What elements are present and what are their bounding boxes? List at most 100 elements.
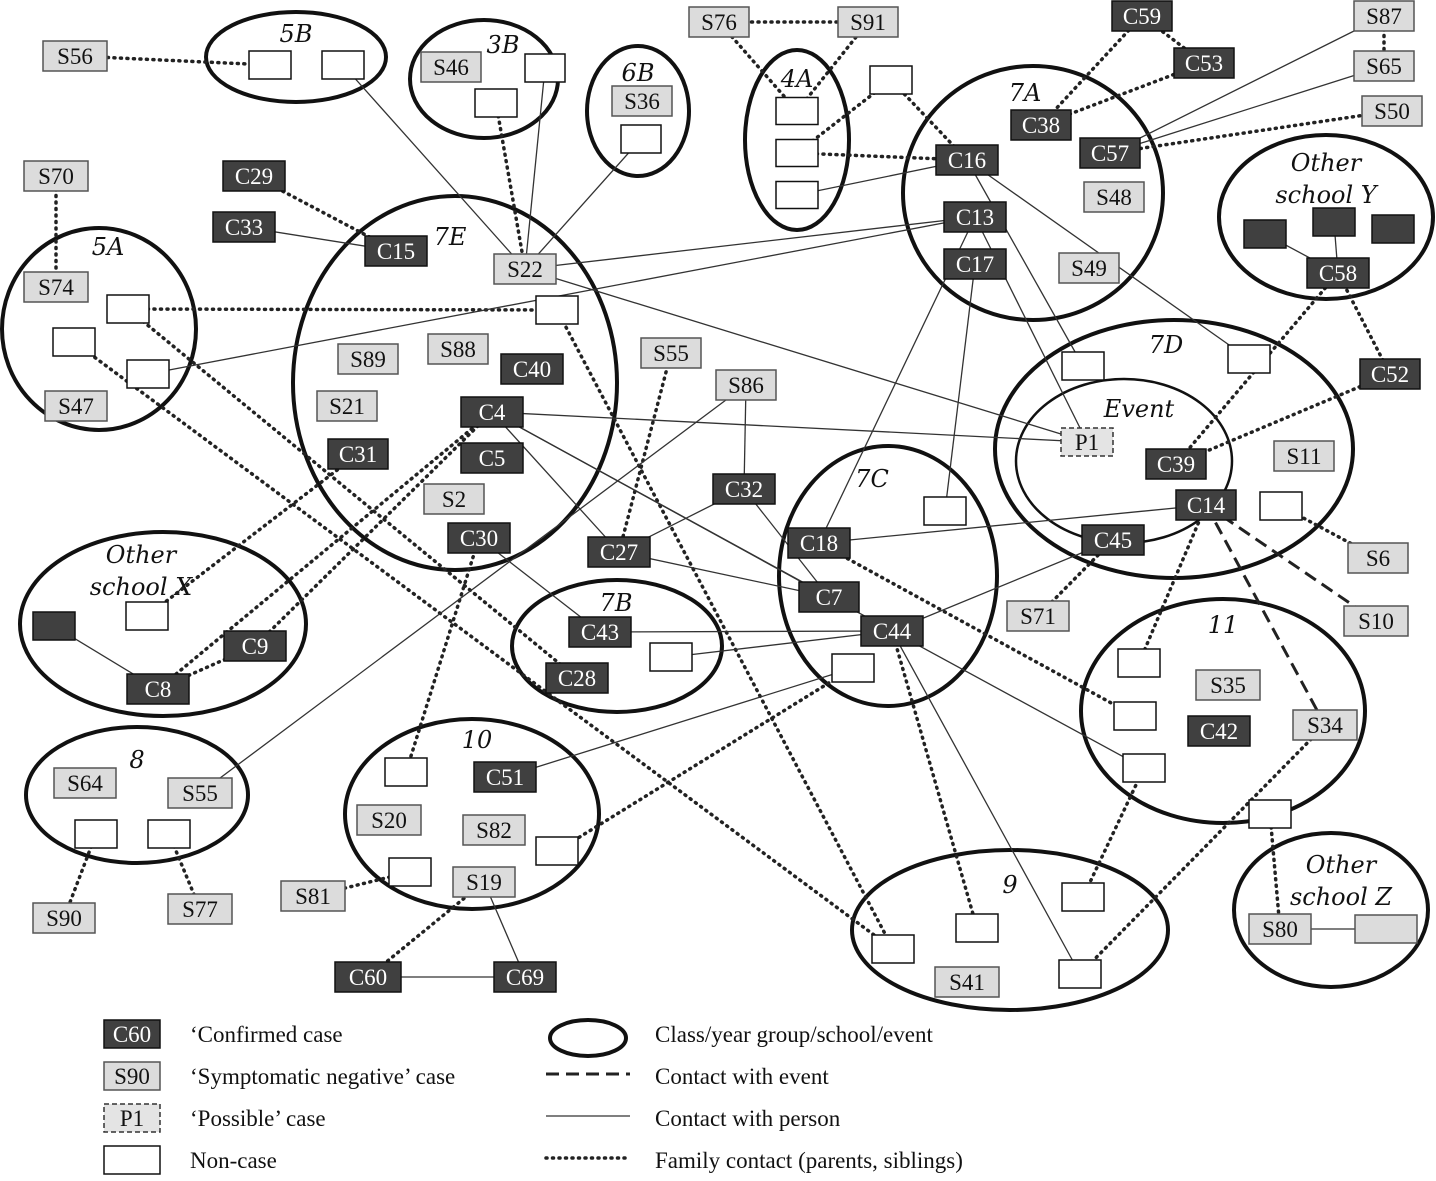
node-label: S11 bbox=[1287, 444, 1322, 469]
group-label-ox: school X bbox=[90, 573, 193, 601]
person-contact-edge bbox=[818, 504, 1207, 544]
node-s80: S80 bbox=[1248, 913, 1312, 945]
node-n11c bbox=[1122, 753, 1166, 783]
node-label: C45 bbox=[1094, 528, 1132, 553]
node-s21: S21 bbox=[316, 390, 378, 422]
node-box bbox=[923, 496, 967, 526]
node-label: S2 bbox=[442, 487, 466, 512]
node-box bbox=[126, 359, 170, 389]
node-label: S47 bbox=[58, 394, 94, 419]
node-label: C13 bbox=[956, 205, 994, 230]
node-n5a3 bbox=[126, 359, 170, 389]
node-n7e1 bbox=[535, 295, 579, 325]
group-label-oy: school Y bbox=[1275, 181, 1378, 209]
family-contact-edge bbox=[817, 541, 1137, 718]
node-n4a2 bbox=[775, 138, 819, 168]
family-contact-edge bbox=[404, 536, 481, 774]
node-box bbox=[535, 836, 579, 866]
node-c39: C39 bbox=[1145, 448, 1207, 480]
node-ox1 bbox=[32, 611, 76, 641]
family-contact-edge bbox=[366, 880, 486, 979]
person-contact-edge bbox=[524, 216, 976, 270]
node-label: S90 bbox=[46, 906, 82, 931]
group-label-ox: Other bbox=[106, 541, 178, 569]
node-label: C69 bbox=[506, 965, 544, 990]
node-s65: S65 bbox=[1353, 50, 1415, 82]
node-box bbox=[74, 819, 118, 849]
node-box bbox=[934, 966, 1000, 998]
node-box bbox=[1175, 489, 1237, 521]
legend-swatch bbox=[103, 1019, 161, 1049]
node-s41: S41 bbox=[934, 966, 1000, 998]
group-label-6b: 6B bbox=[622, 59, 655, 87]
node-s56: S56 bbox=[42, 40, 108, 72]
legend-swatch bbox=[548, 1018, 628, 1058]
node-label: S41 bbox=[949, 970, 985, 995]
node-label: C53 bbox=[1185, 51, 1223, 76]
node-label: C17 bbox=[956, 252, 994, 277]
node-label: S20 bbox=[371, 808, 407, 833]
node-box bbox=[1081, 524, 1145, 556]
node-box bbox=[460, 442, 524, 474]
node-label: S86 bbox=[728, 373, 764, 398]
node-box bbox=[1359, 358, 1421, 390]
node-box bbox=[248, 50, 292, 80]
node-label: S77 bbox=[182, 897, 218, 922]
node-box bbox=[545, 662, 609, 694]
node-label: S76 bbox=[701, 10, 737, 35]
node-box bbox=[943, 248, 1007, 280]
node-box bbox=[1006, 600, 1070, 632]
group-7c bbox=[777, 444, 999, 708]
node-c32: C32 bbox=[712, 473, 776, 505]
person-contact-edge bbox=[618, 551, 830, 598]
node-box bbox=[452, 866, 516, 898]
node-box bbox=[1058, 959, 1102, 989]
node-label: C42 bbox=[1200, 719, 1238, 744]
family-contact-edge bbox=[555, 666, 855, 853]
node-box bbox=[423, 483, 485, 515]
group-label-7d: 7D bbox=[1149, 331, 1184, 359]
node-label: C9 bbox=[242, 634, 269, 659]
node-box bbox=[935, 144, 999, 176]
group-label-oz: Other bbox=[1306, 851, 1378, 879]
node-box bbox=[447, 522, 511, 554]
node-label: S6 bbox=[1366, 546, 1390, 571]
person-contact-edge bbox=[1109, 15, 1385, 154]
node-c42: C42 bbox=[1187, 715, 1251, 747]
node-label: S10 bbox=[1358, 609, 1394, 634]
person-contact-edge bbox=[966, 159, 1084, 367]
node-box bbox=[1227, 344, 1271, 374]
family-contact-edge bbox=[156, 644, 257, 691]
legend-label: Family contact (parents, siblings) bbox=[655, 1148, 963, 1173]
node-c8: C8 bbox=[126, 673, 190, 705]
node-label: S70 bbox=[38, 164, 74, 189]
node-label: S55 bbox=[653, 341, 689, 366]
family-contact-edge bbox=[72, 340, 895, 951]
node-label: S64 bbox=[67, 771, 103, 796]
node-s6: S6 bbox=[1347, 542, 1409, 574]
node-n7c1 bbox=[923, 496, 967, 526]
node-box bbox=[1292, 709, 1358, 741]
node-box bbox=[167, 777, 233, 809]
node-s22: S22 bbox=[493, 253, 557, 285]
node-box bbox=[524, 53, 566, 83]
node-box bbox=[1361, 95, 1423, 127]
node-box bbox=[649, 642, 693, 672]
node-label: C14 bbox=[1187, 493, 1226, 518]
node-box bbox=[787, 527, 851, 559]
node-box bbox=[388, 857, 432, 887]
node-s10: S10 bbox=[1343, 605, 1409, 637]
node-label: S89 bbox=[350, 347, 386, 372]
node-box bbox=[1354, 914, 1418, 944]
node-n7d3 bbox=[1259, 491, 1303, 521]
family-contact-edge bbox=[126, 307, 579, 680]
node-label: S88 bbox=[440, 337, 476, 362]
group-4a bbox=[743, 48, 851, 232]
person-contact-edge bbox=[599, 630, 893, 633]
node-label: S50 bbox=[1374, 99, 1410, 124]
node-label: C60 bbox=[349, 965, 387, 990]
node-s87: S87 bbox=[1353, 0, 1415, 32]
node-n4aout bbox=[869, 65, 913, 95]
node-c4: C4 bbox=[460, 396, 524, 428]
